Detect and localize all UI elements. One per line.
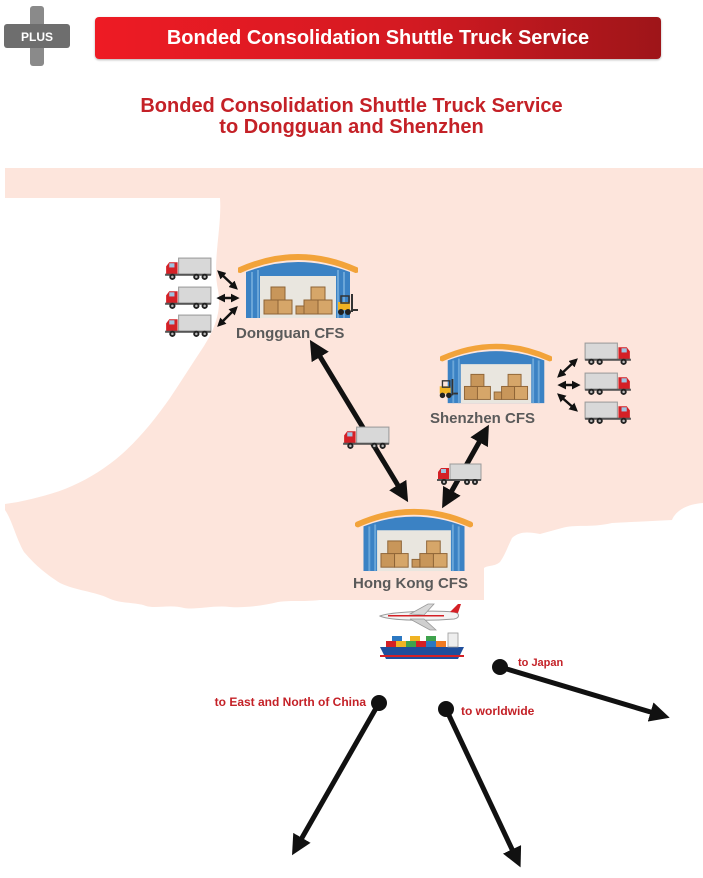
airplane-icon	[378, 603, 461, 631]
dest-east-north-china-label: to East and North of China	[215, 695, 367, 709]
dest-japan-label: to Japan	[518, 657, 564, 669]
dongguan-cfs-label: Dongguan CFS	[236, 325, 344, 342]
dot-worldwide	[438, 701, 454, 717]
header-banner: Bonded Consolidation Shuttle Truck Servi…	[95, 17, 661, 59]
cargo-ship-icon	[380, 632, 464, 659]
dest-worldwide-label: to worldwide	[461, 704, 535, 718]
hongkong-warehouse	[358, 512, 471, 571]
shenzhen-warehouse	[442, 347, 550, 404]
hongkong-cfs-label: Hong Kong CFS	[353, 575, 468, 592]
plus-badge-label: PLUS	[21, 30, 53, 44]
arrow-worldwide	[443, 707, 522, 868]
diagram-title-line1: Bonded Consolidation Shuttle Truck Servi…	[140, 95, 563, 117]
shenzhen-cfs-label: Shenzhen CFS	[430, 410, 535, 427]
arrow-east-north-china	[292, 701, 382, 856]
plus-logo: PLUS	[4, 6, 70, 66]
arrow-japan	[499, 664, 670, 722]
banner-title: Bonded Consolidation Shuttle Truck Servi…	[166, 26, 590, 49]
dot-east-north-china	[371, 695, 387, 711]
dongguan-hongkong-arrow	[309, 339, 409, 503]
dot-japan	[492, 659, 508, 675]
diagram-title-line2: to Dongguan and Shenzhen	[219, 116, 484, 138]
